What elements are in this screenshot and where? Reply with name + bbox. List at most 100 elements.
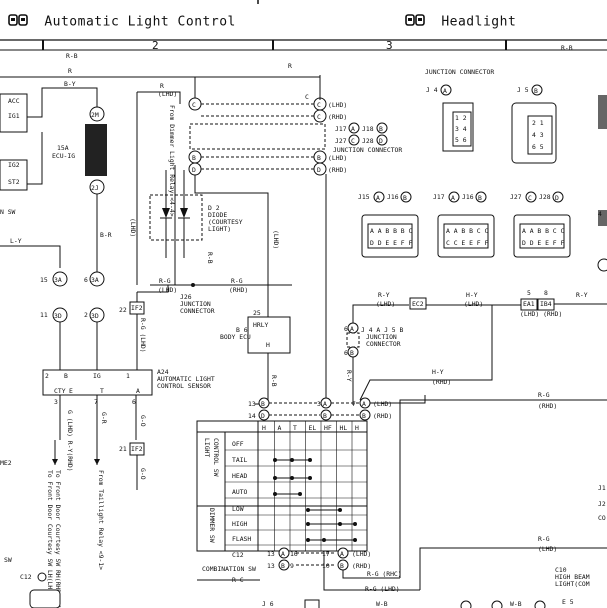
e5-label: E 5 bbox=[562, 598, 574, 606]
g-ry-label: G (LHD) R-Y(RHD) bbox=[66, 410, 74, 472]
rg-rhd-right: R-G bbox=[538, 391, 550, 399]
if2-upper-num: 22 bbox=[119, 306, 127, 314]
to-front-door-label-2: To Front Door Courtesy SW RH(RHD) <11-6> bbox=[54, 470, 62, 608]
ib4-num: 8 bbox=[544, 289, 548, 297]
junction-conn-label: JUNCTION CONNECTOR bbox=[333, 146, 402, 154]
combination-switch-table bbox=[196, 420, 368, 552]
j17-label: J17 bbox=[335, 125, 347, 133]
jc-lhd: (LHD) bbox=[328, 101, 347, 109]
wb-label-2: W-B bbox=[510, 600, 522, 608]
pin-13-bottom-2: 13 bbox=[267, 562, 275, 570]
n3-mid: 3 bbox=[317, 400, 321, 408]
j28-label: J28 bbox=[362, 137, 374, 145]
pin-7-label: 7 bbox=[352, 400, 356, 408]
switch-row-auto: AUTO bbox=[232, 488, 248, 496]
j5-label: J 5 bbox=[517, 86, 529, 94]
conn-11-label: 11 bbox=[40, 311, 48, 319]
pin-10-bottom: 10 bbox=[322, 562, 330, 570]
pin-14-label: 14 bbox=[248, 412, 256, 420]
j17-conn: A bbox=[351, 125, 355, 133]
j17b-conn: A bbox=[451, 194, 455, 202]
switch-col-t: T bbox=[293, 424, 297, 432]
ruler: 2 3 R-B R-B bbox=[0, 39, 607, 60]
ly-wire-label: L-Y bbox=[10, 237, 22, 245]
j15-label: J15 bbox=[358, 193, 370, 201]
section-2-number: 2 bbox=[152, 39, 159, 52]
rg-lhd-bottom: R-G (LHD) bbox=[365, 585, 400, 593]
ignition-switch: ACC IG1 IG2 ST2 N SW bbox=[0, 93, 28, 216]
if2-lower-num: 21 bbox=[119, 445, 127, 453]
j4-pins-3: 5 6 bbox=[455, 136, 467, 144]
jc-c-label: C bbox=[305, 93, 309, 101]
lhd-rhd: (LHD) (RHD) bbox=[520, 310, 562, 318]
conn3-row1: A A B B C C bbox=[522, 227, 564, 235]
n-sw-label: N SW bbox=[0, 208, 16, 216]
ec2-label: EC2 bbox=[412, 300, 424, 308]
j16-label: J16 bbox=[387, 193, 399, 201]
rg-lhd-sub: (LHD) bbox=[158, 286, 177, 294]
connector-3d-label: 3D bbox=[54, 312, 62, 320]
pin-b-bottom: B bbox=[281, 562, 285, 570]
conn2-row2: C C E E F F bbox=[446, 239, 488, 247]
rg-lhd-right: R-G bbox=[538, 535, 550, 543]
switch-contacts bbox=[273, 458, 357, 542]
rg-lhd-label: R-G bbox=[159, 277, 171, 285]
j28b-conn: D bbox=[555, 194, 559, 202]
wire-label-rb: R-B bbox=[66, 52, 78, 60]
h-label: H bbox=[266, 341, 270, 349]
j5-pins-1: 2 1 bbox=[532, 119, 544, 127]
diode-courtesy-light bbox=[149, 194, 203, 241]
j4-pins-2: 3 4 bbox=[455, 125, 467, 133]
sensor-pin-1: 1 bbox=[126, 372, 130, 380]
sensor-pin-ig: IG bbox=[93, 372, 101, 380]
j16-conn: B bbox=[403, 194, 407, 202]
rb-wire-vertical: R-B bbox=[270, 375, 278, 387]
j27-label: J27 bbox=[335, 137, 347, 145]
rg-lhd-right-sub: (LHD) bbox=[538, 545, 557, 553]
car-icon bbox=[8, 13, 30, 31]
fuse-ecu-ig bbox=[85, 124, 107, 176]
st2-label: ST2 bbox=[8, 178, 20, 186]
j15-conn: A bbox=[376, 194, 380, 202]
switch-row-tail: TAIL bbox=[232, 456, 248, 464]
switch-row-high: HIGH bbox=[232, 520, 248, 528]
j5-pins-3: 6 5 bbox=[532, 143, 544, 151]
sensor-num-7: 7 bbox=[94, 398, 98, 406]
conn3-row2: D D E E F F bbox=[522, 239, 564, 247]
lhd-vertical: (LHD) bbox=[272, 230, 280, 249]
dimmer-sw-label: DIMMER SW bbox=[208, 508, 216, 543]
combination-sw-label: COMBINATION SW bbox=[202, 565, 256, 573]
jc-b-right: B bbox=[362, 412, 366, 420]
pin-lhd: (LHD) bbox=[373, 400, 392, 408]
conn2-row1: A A B B C C bbox=[446, 227, 488, 235]
from-taillight-label: From Taillight Relay <9-1> bbox=[97, 470, 105, 570]
pin-rhd: (RHD) bbox=[373, 412, 392, 420]
jc-b-pin: B bbox=[323, 412, 327, 420]
jc-b-left: B bbox=[192, 154, 196, 162]
j27-conn: C bbox=[351, 137, 355, 145]
sensor-pin-2: 2 bbox=[45, 372, 49, 380]
left-section-header: Automatic Light Control bbox=[8, 13, 236, 31]
rb-vertical: R-B bbox=[206, 252, 214, 264]
j4-pins-1: 1 2 bbox=[455, 114, 467, 122]
sensor-num-6: 6 bbox=[132, 398, 136, 406]
jc-d-right: D bbox=[317, 166, 321, 174]
ry-wire-label: R-Y bbox=[378, 291, 390, 299]
jc-a-right: A bbox=[362, 400, 366, 408]
rg-lhd-vertical: (LHD) bbox=[129, 218, 137, 237]
car-icon bbox=[405, 13, 427, 31]
j5-pins-2: 4 3 bbox=[532, 131, 544, 139]
connector-row: J15 A J16 B J17 A J16 B J27 C J28 D A A … bbox=[358, 191, 607, 258]
j16b-conn: B bbox=[478, 194, 482, 202]
junction-c-right-2: C bbox=[317, 113, 321, 121]
jc-rhd: (RHD) bbox=[328, 113, 347, 121]
pin-a-bottom: A bbox=[281, 550, 285, 558]
rg-rhd-right-sub: (RHD) bbox=[538, 402, 557, 410]
r-wire-label-2: R bbox=[288, 62, 292, 70]
connector-ea1 bbox=[520, 298, 538, 311]
switch-row-off: OFF bbox=[232, 440, 244, 448]
hy-wire-label: H-Y bbox=[466, 291, 478, 299]
